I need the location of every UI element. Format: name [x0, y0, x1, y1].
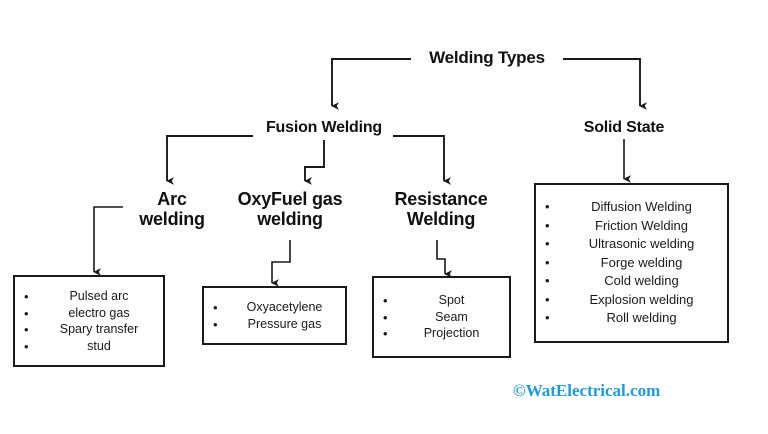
list-item: stud: [24, 338, 157, 355]
list-solid-state-items: Diffusion Welding Friction Welding Ultra…: [536, 198, 727, 328]
node-fusion-welding[interactable]: Fusion Welding: [265, 119, 382, 136]
list-box-resistance-welding[interactable]: Spot Seam Projection: [372, 276, 511, 358]
list-arc-items: Pulsed arc electro gas Spary transfer st…: [15, 288, 163, 354]
list-item: Explosion welding: [545, 291, 721, 310]
node-welding-types[interactable]: Welding Types: [429, 48, 545, 67]
list-box-oxyfuel-gas-welding[interactable]: Oxyacetylene Pressure gas: [202, 286, 347, 345]
list-item: Roll welding: [545, 309, 721, 328]
list-item: Pulsed arc: [24, 288, 157, 305]
list-item: electro gas: [24, 305, 157, 322]
watermark-credit: ©WatElectrical.com: [513, 381, 661, 400]
edge-fusion-to-resistance: [393, 135, 452, 185]
node-solid-state[interactable]: Solid State: [583, 119, 665, 136]
edge-fusion-to-oxyfuel: [304, 140, 325, 185]
list-item: Ultrasonic welding: [545, 235, 721, 254]
list-item: Friction Welding: [545, 217, 721, 236]
list-box-arc-welding[interactable]: Pulsed arc electro gas Spary transfer st…: [13, 275, 165, 367]
list-item: Forge welding: [545, 254, 721, 273]
node-oxyfuel-gas-welding[interactable]: OxyFuel gas welding: [237, 189, 343, 230]
list-item: Projection: [383, 325, 503, 342]
list-item: Seam: [383, 309, 503, 326]
list-oxyfuel-items: Oxyacetylene Pressure gas: [204, 299, 345, 332]
list-resistance-items: Spot Seam Projection: [374, 292, 509, 342]
edge-arc-to-box: [93, 206, 123, 276]
edge-root-to-fusion: [331, 58, 411, 110]
list-item: Oxyacetylene: [213, 299, 339, 316]
node-resistance-welding[interactable]: Resistance Welding: [394, 189, 488, 230]
edge-oxyfuel-to-box: [271, 240, 291, 287]
list-item: Diffusion Welding: [545, 198, 721, 217]
list-box-solid-state[interactable]: Diffusion Welding Friction Welding Ultra…: [534, 183, 729, 343]
edge-root-to-solid-state: [563, 58, 648, 110]
list-item: Pressure gas: [213, 316, 339, 333]
list-item: Cold welding: [545, 272, 721, 291]
edge-resistance-to-box: [436, 240, 453, 278]
node-arc-welding[interactable]: Arc welding: [139, 189, 205, 230]
list-item: Spot: [383, 292, 503, 309]
list-item: Spary transfer: [24, 321, 157, 338]
edge-fusion-to-arc: [166, 135, 253, 185]
